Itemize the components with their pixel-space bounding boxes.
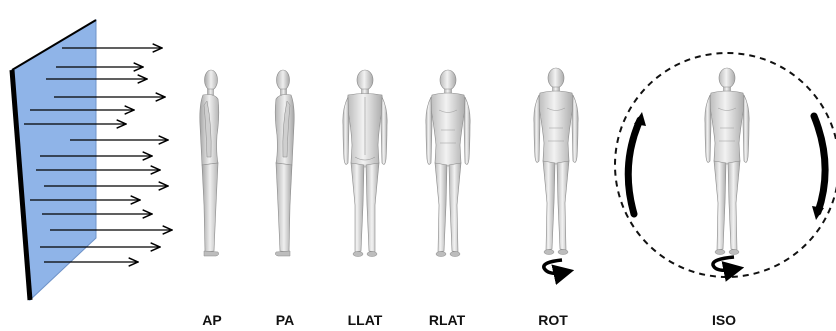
label-rlat: RLAT [429,312,466,328]
iso-left-rotation-arc [628,120,640,214]
label-rot: ROT [538,312,568,328]
phantom-pa [275,70,294,256]
phantom-llat [343,70,387,257]
iso-right-rotation-arc [814,116,825,212]
phantom-ap [200,70,219,256]
phantom-rot [534,68,578,255]
label-llat: LLAT [348,312,383,328]
phantom-rlat [426,70,470,257]
phantom-iso [705,68,749,255]
geometry-labels: AP PA LLAT RLAT ROT ISO [202,312,736,328]
label-pa: PA [276,312,294,328]
iso-axial-rotation-arrow-icon [713,257,736,270]
radiation-source-panel [12,20,96,300]
label-ap: AP [202,312,221,328]
rotation-arrow-icon [544,260,566,273]
label-iso: ISO [712,312,736,328]
